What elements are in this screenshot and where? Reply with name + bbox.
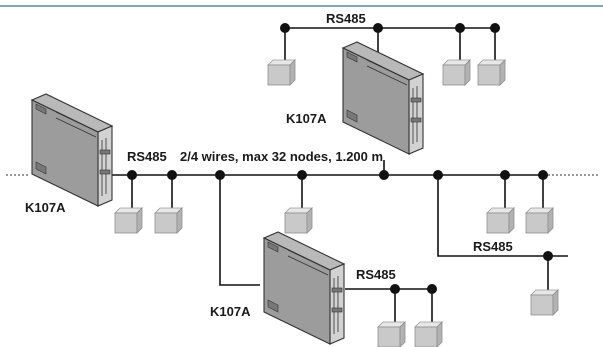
node-device — [530, 289, 559, 316]
k107a-module-left — [31, 93, 113, 207]
junction-dot — [390, 284, 400, 294]
junction-dot — [427, 284, 437, 294]
junction-dot — [543, 251, 553, 261]
node-device — [114, 207, 143, 234]
rs485-label-main: RS485 — [127, 149, 167, 164]
node-device — [267, 59, 296, 86]
k107a-label-top: K107A — [286, 111, 327, 126]
junction-dot — [215, 170, 225, 180]
k107a-module-top — [342, 41, 424, 155]
junction-dot — [379, 170, 389, 180]
rs485-label-right: RS485 — [473, 239, 513, 254]
junction-dot — [167, 170, 177, 180]
junction-dot — [500, 170, 510, 180]
branch-right — [437, 175, 568, 257]
rs485-label-top: RS485 — [326, 11, 366, 26]
node-device — [377, 321, 406, 347]
junction-dot — [455, 23, 465, 33]
node-device — [477, 59, 506, 86]
bus-spec-label: 2/4 wires, max 32 nodes, 1.200 m — [180, 149, 383, 164]
junction-dots — [127, 23, 553, 294]
node-device — [414, 321, 443, 347]
junction-dot — [490, 23, 500, 33]
k107a-label-left: K107A — [25, 200, 66, 215]
junction-dot — [280, 23, 290, 33]
node-device — [486, 207, 515, 234]
rs485-label-bottom: RS485 — [356, 267, 396, 282]
node-device — [442, 59, 471, 86]
branch-bottom-module — [219, 175, 260, 286]
node-device — [154, 207, 183, 234]
junction-dot — [538, 170, 548, 180]
junction-dot — [373, 23, 383, 33]
junction-dot — [127, 170, 137, 180]
k107a-label-bottom: K107A — [210, 304, 251, 319]
node-device — [284, 207, 313, 234]
junction-dot — [297, 170, 307, 180]
junction-dot — [433, 170, 443, 180]
node-device — [525, 207, 554, 234]
k107a-module-bottom — [263, 231, 345, 345]
